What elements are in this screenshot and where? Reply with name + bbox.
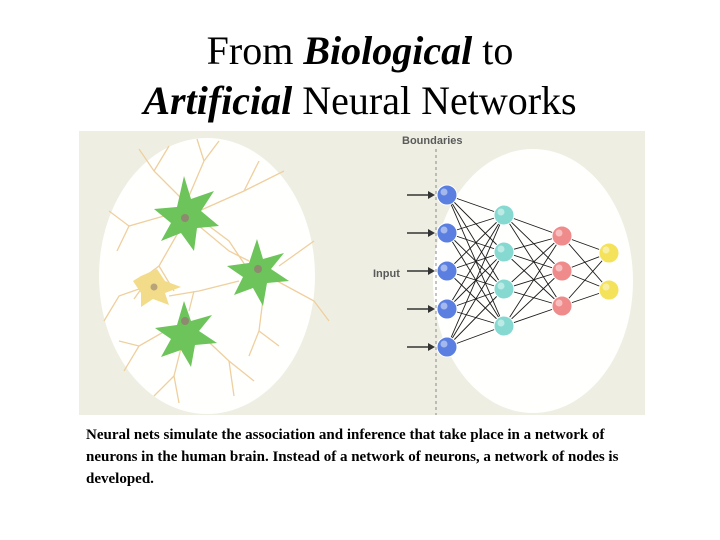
input-arrow-head xyxy=(428,229,435,237)
hidden2-node xyxy=(551,225,573,247)
input-arrows xyxy=(407,191,435,351)
title-line-2: Artificial Neural Networks xyxy=(0,76,720,126)
connection-line xyxy=(561,252,610,307)
biological-glow xyxy=(99,138,315,414)
connection-line xyxy=(446,232,505,327)
title-line-1: From Biological to xyxy=(0,26,720,76)
title-text-artificial: Artificial xyxy=(143,78,293,123)
input-arrow-head xyxy=(428,343,435,351)
figure-canvas: Boundaries Input xyxy=(79,131,645,415)
hidden1-node xyxy=(493,278,515,300)
neural-network-figure: Boundaries Input xyxy=(79,131,645,415)
neuron-green-bottom xyxy=(155,301,217,367)
title-text-to: to xyxy=(472,28,514,73)
connection-line xyxy=(561,235,610,291)
title-text-from: From xyxy=(206,28,304,73)
node-highlight xyxy=(440,302,448,310)
connection-line xyxy=(446,288,505,348)
node-highlight xyxy=(497,208,505,216)
neuron-green-top xyxy=(154,176,219,251)
input-label: Input xyxy=(373,268,400,280)
hidden2-node xyxy=(551,260,573,282)
input-arrow-head xyxy=(428,267,435,275)
connection-line xyxy=(503,214,563,272)
node-highlight xyxy=(555,264,563,272)
connection-line xyxy=(503,251,563,307)
node-highlight xyxy=(440,264,448,272)
connection-line xyxy=(503,235,563,290)
connection-line xyxy=(446,214,505,310)
slide-title: From Biological to Artificial Neural Net… xyxy=(0,26,720,126)
input-node xyxy=(436,260,458,282)
node-highlight xyxy=(602,283,610,291)
neuron-nucleus xyxy=(254,265,262,273)
input-arrow-head xyxy=(428,305,435,313)
input-node xyxy=(436,336,458,358)
network-nodes xyxy=(436,184,620,358)
hidden1-node xyxy=(493,315,515,337)
hidden1-node xyxy=(493,241,515,263)
node-highlight xyxy=(497,282,505,290)
connection-line xyxy=(446,214,505,272)
connection-line xyxy=(446,251,505,348)
hidden2-node xyxy=(551,295,573,317)
node-highlight xyxy=(440,188,448,196)
input-arrow-head xyxy=(428,191,435,199)
output-node xyxy=(598,279,620,301)
neuron-nucleus xyxy=(181,214,189,222)
node-highlight xyxy=(555,229,563,237)
glial-nucleus xyxy=(150,283,158,291)
hidden1-node xyxy=(493,204,515,226)
boundaries-label: Boundaries xyxy=(402,135,463,147)
connection-line xyxy=(446,214,505,348)
neuron-nucleus xyxy=(181,317,189,325)
connection-line xyxy=(503,214,563,307)
connection-line xyxy=(503,235,563,327)
node-highlight xyxy=(602,246,610,254)
connection-line xyxy=(446,232,505,290)
input-node xyxy=(436,222,458,244)
connection-line xyxy=(446,194,505,290)
connection-line xyxy=(446,270,505,327)
input-node xyxy=(436,184,458,206)
caption-text: Neural nets simulate the association and… xyxy=(86,427,619,487)
node-highlight xyxy=(555,299,563,307)
node-highlight xyxy=(440,226,448,234)
node-highlight xyxy=(497,319,505,327)
input-node xyxy=(436,298,458,320)
connection-line xyxy=(503,270,563,327)
node-highlight xyxy=(440,340,448,348)
connection-line xyxy=(446,194,505,253)
output-node xyxy=(598,242,620,264)
title-text-biological: Biological xyxy=(303,28,473,73)
node-highlight xyxy=(497,245,505,253)
biological-neurons xyxy=(103,138,330,404)
title-text-neural-networks: Neural Networks xyxy=(292,78,577,123)
